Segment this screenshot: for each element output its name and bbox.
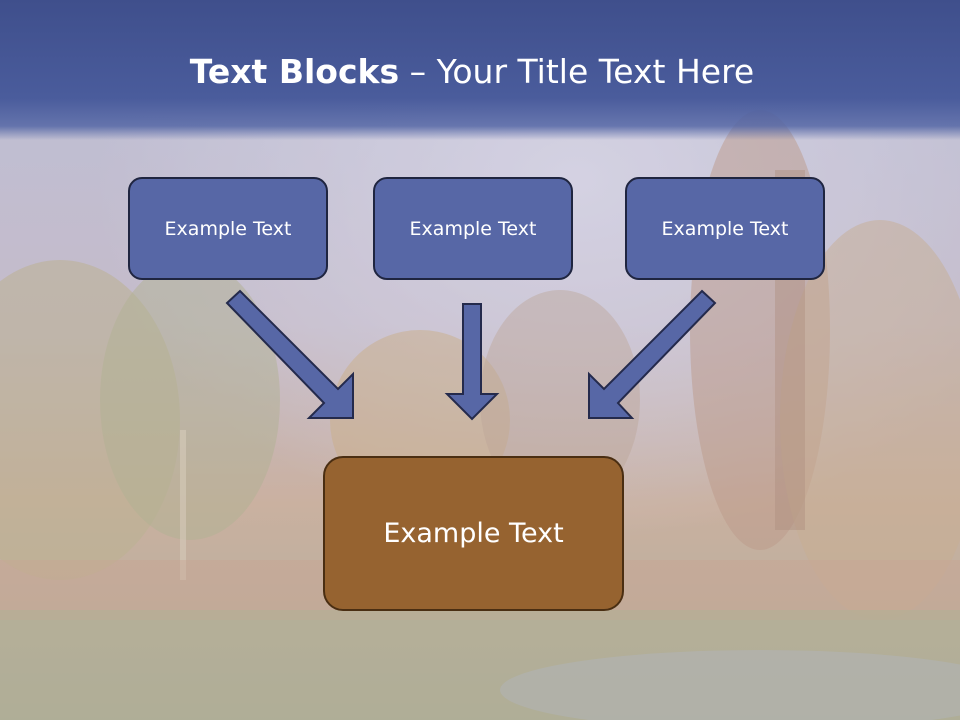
title-band xyxy=(0,0,960,140)
slide-title: Text Blocks – Your Title Text Here xyxy=(0,52,944,91)
arrow-down-center xyxy=(444,303,500,421)
arrow-left-diagonal xyxy=(225,289,354,419)
text-block-result[interactable]: Example Text xyxy=(323,456,624,611)
text-block-center[interactable]: Example Text xyxy=(373,177,573,280)
title-bold-part: Text Blocks xyxy=(189,52,400,91)
title-rest: – Your Title Text Here xyxy=(399,52,755,91)
text-block-left[interactable]: Example Text xyxy=(128,177,328,280)
text-block-right[interactable]: Example Text xyxy=(625,177,825,280)
arrow-right-diagonal xyxy=(588,289,717,419)
